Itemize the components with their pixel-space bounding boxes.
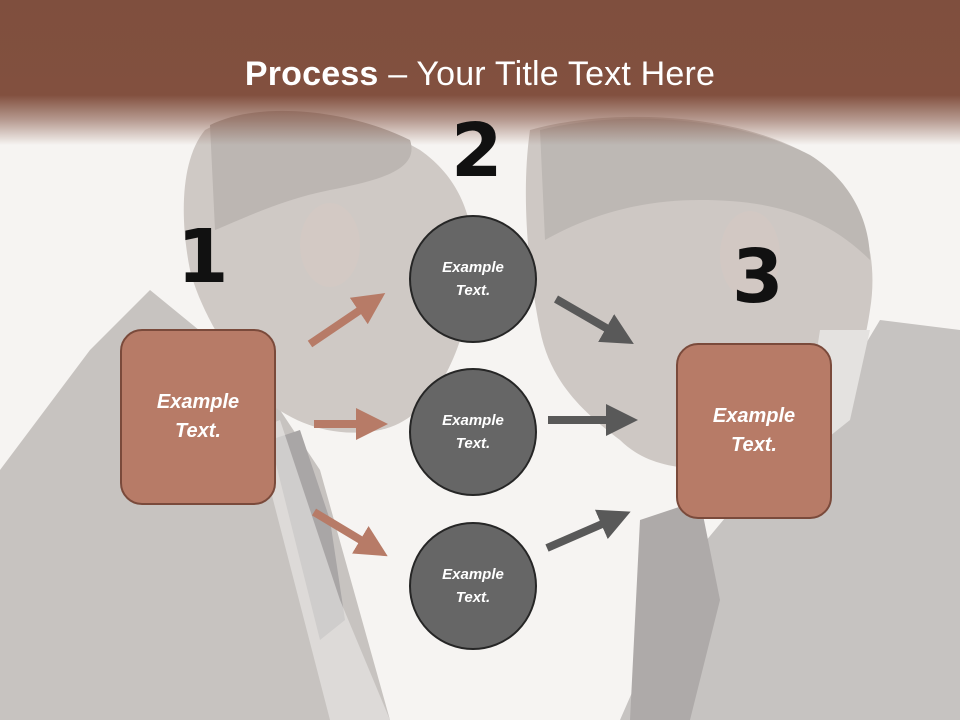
circle-bottom-line2: Text.: [455, 589, 491, 606]
step-number-3: 3: [732, 234, 784, 320]
circle-top-line2: Text.: [455, 282, 491, 299]
step-number-2: 2: [451, 108, 503, 194]
step-1-box-line2: Text.: [175, 420, 221, 442]
slide-title: Process – Your Title Text Here: [0, 52, 960, 96]
arrow-1-to-bottom: [311, 508, 388, 557]
title-rest: – Your Title Text Here: [378, 55, 716, 93]
circle-top-line1: Example: [442, 259, 504, 276]
arrow-top-to-3: [553, 295, 634, 345]
circle-bottom-line1: Example: [442, 566, 504, 583]
circle-middle-line1: Example: [442, 412, 504, 429]
step-3-box-line1: Example: [712, 405, 796, 427]
step-1-box-line1: Example: [156, 391, 240, 413]
title-bold: Process: [244, 55, 379, 93]
step-3-box-line2: Text.: [731, 434, 777, 456]
title-band: [0, 0, 960, 145]
step-number-1: 1: [177, 214, 229, 300]
circle-middle-line2: Text.: [455, 435, 491, 452]
arrow-bottom-to-3: [545, 509, 631, 552]
arrow-1-to-top: [307, 293, 386, 348]
